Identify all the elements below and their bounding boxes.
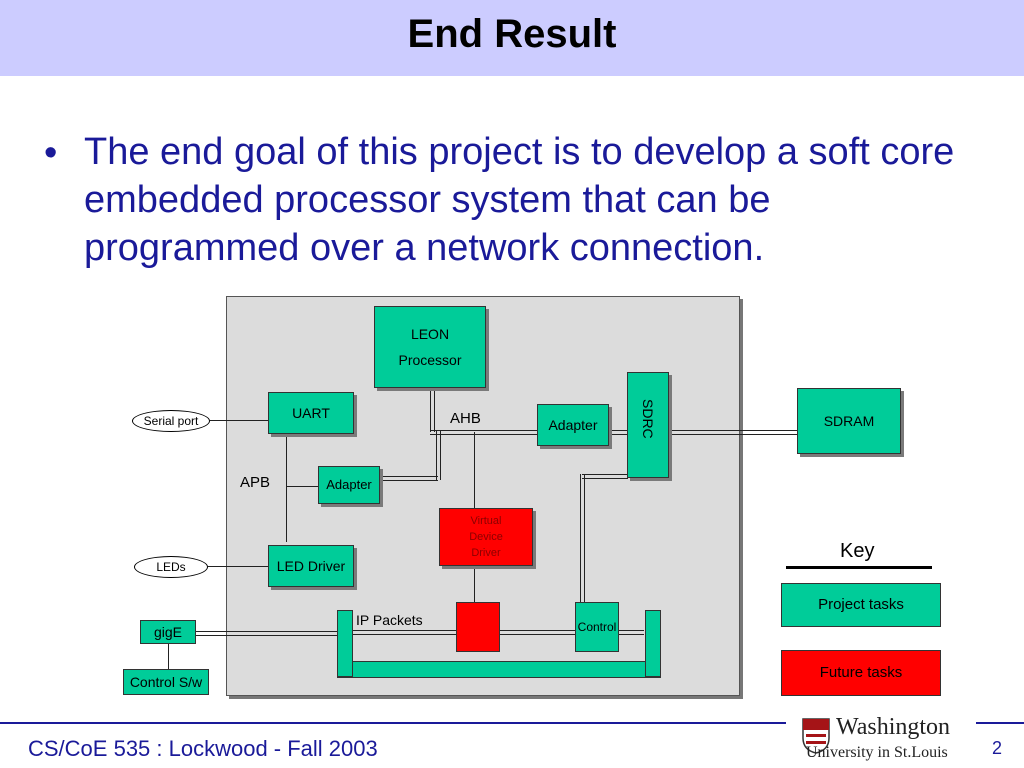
leds-label: LEDs — [156, 560, 186, 574]
ip-bus-right — [645, 610, 661, 677]
led-driver-box: LED Driver — [268, 545, 354, 587]
slide-title: End Result — [407, 12, 617, 56]
serial-uart-link — [210, 420, 268, 421]
apb-adapter-link — [286, 486, 318, 487]
key-project-label: Project tasks — [818, 596, 904, 613]
key-underline — [786, 566, 932, 569]
leds-driver-link — [208, 566, 268, 567]
leon-label-1: LEON — [410, 326, 450, 342]
serial-port-label: Serial port — [143, 414, 199, 428]
control-sw-label: Control S/w — [129, 674, 203, 690]
bullet-text: The end goal of this project is to devel… — [84, 131, 955, 269]
ahb-bus — [430, 430, 628, 435]
sdrc-control-link-v — [580, 474, 585, 602]
adapter-ahb-label: Adapter — [548, 417, 598, 433]
gige-link — [190, 631, 340, 636]
key-future-tasks: Future tasks — [781, 650, 941, 696]
sdrc-box: SDRC — [627, 372, 669, 478]
sdrc-control-link-h — [582, 474, 628, 479]
gige-control-link — [168, 644, 169, 670]
serial-port-ellipse: Serial port — [132, 410, 210, 432]
control-label: Control — [577, 620, 617, 634]
leon-processor-box: LEON Processor — [374, 306, 486, 388]
adapter-apb-box: Adapter — [318, 466, 380, 504]
title-bar — [0, 0, 1024, 76]
ip-packets-label: IP Packets — [356, 612, 423, 628]
adapter-ahb-box: Adapter — [537, 404, 609, 446]
apb-bus — [286, 434, 287, 542]
leds-ellipse: LEDs — [134, 556, 208, 578]
adapter-apb-label: Adapter — [326, 477, 372, 492]
page-number: 2 — [992, 738, 1003, 758]
sdrc-sdram-link — [670, 430, 798, 435]
logo-text-washington: Washington — [836, 714, 951, 740]
vdd-label-2: Device — [469, 531, 503, 543]
key-project-tasks: Project tasks — [781, 583, 941, 627]
logo-text-university: University in St.Louis — [806, 744, 948, 761]
university-logo: Washington University in St.Louis — [802, 714, 972, 766]
footer-rule-right — [976, 722, 1024, 724]
uart-box: UART — [268, 392, 354, 434]
sdrc-label: SDRC — [640, 399, 656, 439]
leon-ahb-link — [430, 388, 435, 432]
vdd-label-1: Virtual — [470, 515, 502, 527]
uart-label: UART — [292, 405, 330, 421]
vdd-block-link — [474, 566, 475, 602]
footer-course: CS/CoE 535 : Lockwood - Fall 2003 — [28, 736, 378, 761]
vdd-label-3: Driver — [471, 547, 501, 559]
gige-box: gigE — [140, 620, 196, 644]
led-driver-label: LED Driver — [276, 558, 346, 574]
ip-bus-left — [337, 610, 353, 677]
sdram-label: SDRAM — [823, 413, 875, 429]
footer-rule-left — [0, 722, 786, 724]
key-future-label: Future tasks — [819, 664, 903, 681]
apb-label: APB — [240, 474, 271, 491]
control-box: Control — [575, 602, 619, 652]
key-title: Key — [840, 540, 875, 562]
control-sw-box: Control S/w — [123, 669, 209, 695]
ahb-adapter-link-h — [380, 476, 438, 481]
sdram-box: SDRAM — [797, 388, 901, 454]
ahb-adapter-link-v — [436, 430, 441, 480]
gige-label: gigE — [153, 624, 183, 640]
virtual-device-driver-box: Virtual Device Driver — [439, 508, 533, 566]
future-module-box — [456, 602, 500, 652]
shield-icon — [802, 718, 830, 754]
ahb-vdd-link — [474, 432, 475, 508]
leon-label-2: Processor — [398, 352, 462, 368]
ip-bus-bottom — [337, 661, 661, 678]
ahb-label: AHB — [450, 410, 481, 427]
bullet-marker: • — [44, 132, 58, 174]
